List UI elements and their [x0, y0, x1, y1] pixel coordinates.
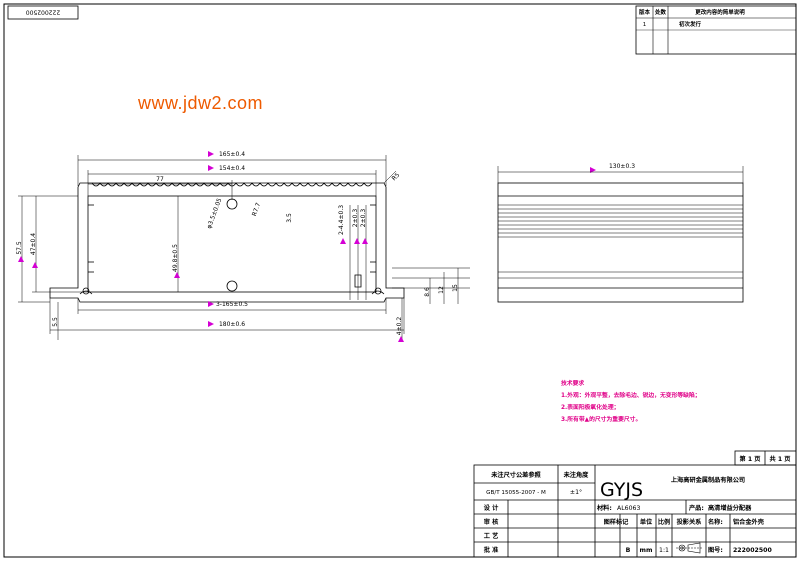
dim-slot-a: 2-4.4±0.3	[338, 205, 345, 235]
marker-triangle-icon	[398, 336, 404, 342]
revision-table: 版本 处数 更改内容的简单说明 1 初次发行	[635, 5, 797, 55]
company-logo: GYJS	[600, 479, 643, 501]
marker-triangle-icon	[208, 165, 214, 171]
marker-triangle-icon	[590, 167, 596, 173]
product-value: 高清增益分配器	[708, 504, 752, 512]
front-dimension-labels: 165±0.4 154±0.4 77 3-165±0.5 180±0.6 57.…	[16, 151, 459, 335]
angle-value: ±1°	[570, 488, 582, 496]
bottom-boss	[226, 280, 238, 292]
dim-overall-bottom: 180±0.6	[219, 321, 245, 328]
req-item-3: 3.所有带▲的尺寸为重要尺寸。	[561, 417, 642, 423]
col-projection: 投影关系	[677, 518, 702, 526]
angle-header: 未注角度	[563, 471, 590, 479]
signoff-approve: 批 准	[484, 546, 499, 554]
material-value: AL6063	[617, 505, 640, 512]
marker-triangle-icon	[362, 238, 368, 244]
marker-triangle-icon	[32, 262, 38, 268]
dim-side-c: 15	[452, 284, 459, 292]
dim-arc: φ3.5±0.05	[206, 197, 224, 230]
watermark-url: www.jdw2.com	[138, 93, 264, 113]
dim-overall-top: 165±0.4	[219, 151, 245, 158]
page-number: 第 1 页	[739, 455, 761, 463]
signoff-review: 审 核	[484, 518, 499, 526]
rev-header-desc: 更改内容的简单说明	[695, 8, 745, 16]
tech-requirements: 技术要求 1.外观：外观平整，去除毛边、锐边，无变形等缺陷； 2.表面阳极氧化处…	[561, 378, 701, 426]
col-mark: 图样标记	[604, 518, 630, 526]
front-dimension-lines	[18, 155, 470, 340]
dim-slot-b: 2±0.3	[352, 209, 359, 228]
mark-value: B	[626, 547, 631, 554]
dim-flange-height: 5.5	[52, 317, 59, 327]
material-label: 材料:	[596, 504, 612, 512]
product-label: 产品:	[689, 504, 704, 512]
important-markers	[18, 151, 596, 342]
col-scale: 比例	[658, 518, 670, 526]
dim-center-height: 49.8±0.5	[172, 244, 179, 272]
col-unit: 单位	[640, 518, 653, 526]
dim-side-a: 8.6	[424, 287, 431, 297]
name-label: 名称:	[708, 518, 723, 526]
company-name: 上海高研金属制品有限公司	[671, 476, 745, 484]
dim-side-width: 130±0.3	[609, 163, 635, 170]
req-title: 技术要求	[561, 381, 585, 387]
dim-slot-c: 2±0.3	[360, 209, 367, 228]
rev-row-version: 1	[643, 22, 647, 28]
top-boss	[226, 198, 238, 210]
req-item-1: 1.外观：外观平整，去除毛边、锐边，无变形等缺陷；	[561, 393, 701, 399]
top-fins	[91, 182, 373, 187]
sheet-border	[3, 3, 797, 558]
dim-arc-radius: R7.7	[251, 202, 262, 217]
marker-triangle-icon	[340, 238, 346, 244]
req-item-2: 2.表面阳极氧化处理；	[561, 405, 620, 411]
dim-inner-width: 154±0.4	[219, 165, 245, 172]
drawing-no-label: 图号:	[708, 546, 723, 554]
marker-triangle-icon	[208, 321, 214, 327]
page-total: 共 1 页	[770, 455, 791, 463]
dim-hole-spacing: 3-165±0.5	[216, 301, 248, 308]
front-profile-view	[49, 182, 405, 303]
marker-triangle-icon	[208, 151, 214, 157]
scale-value: 1:1	[659, 547, 669, 554]
unit-value: mm	[640, 547, 653, 554]
rev-header-count: 处数	[654, 8, 667, 16]
dim-corner: R5	[391, 172, 402, 183]
title-block-text: 第 1 页 共 1 页 未注尺寸公差参照 GB/T 15055-2007 - M…	[484, 455, 791, 554]
marker-triangle-icon	[208, 301, 214, 307]
tolerance-header: 未注尺寸公差参照	[490, 471, 541, 479]
signoff-design: 设 计	[484, 504, 499, 512]
svg-text:222002500: 222002500	[26, 9, 61, 16]
dim-side-b: 12	[438, 286, 445, 294]
rev-row-desc: 初次发行	[679, 20, 702, 28]
corner-drawing-number: 222002500	[7, 5, 79, 20]
rev-header-version: 版本	[638, 8, 651, 16]
marker-triangle-icon	[354, 238, 360, 244]
dim-small: 3.5	[286, 213, 293, 223]
name-value: 铝合金外壳	[733, 518, 765, 526]
dim-inner-height: 47±0.4	[30, 233, 37, 255]
title-block-frame	[473, 450, 797, 558]
projection-symbol-icon	[676, 542, 702, 554]
tolerance-value: GB/T 15055-2007 - M	[486, 490, 546, 496]
side-view	[497, 166, 744, 303]
dim-flange-thickness: 4±0.2	[396, 317, 403, 336]
drawing-no-value: 222002500	[733, 547, 772, 554]
signoff-process: 工 艺	[484, 532, 499, 540]
marker-triangle-icon	[18, 256, 24, 262]
dim-total-height: 57.5	[16, 241, 23, 255]
dim-half-width: 77	[156, 176, 164, 183]
side-outline	[497, 182, 744, 303]
marker-triangle-icon	[174, 272, 180, 278]
